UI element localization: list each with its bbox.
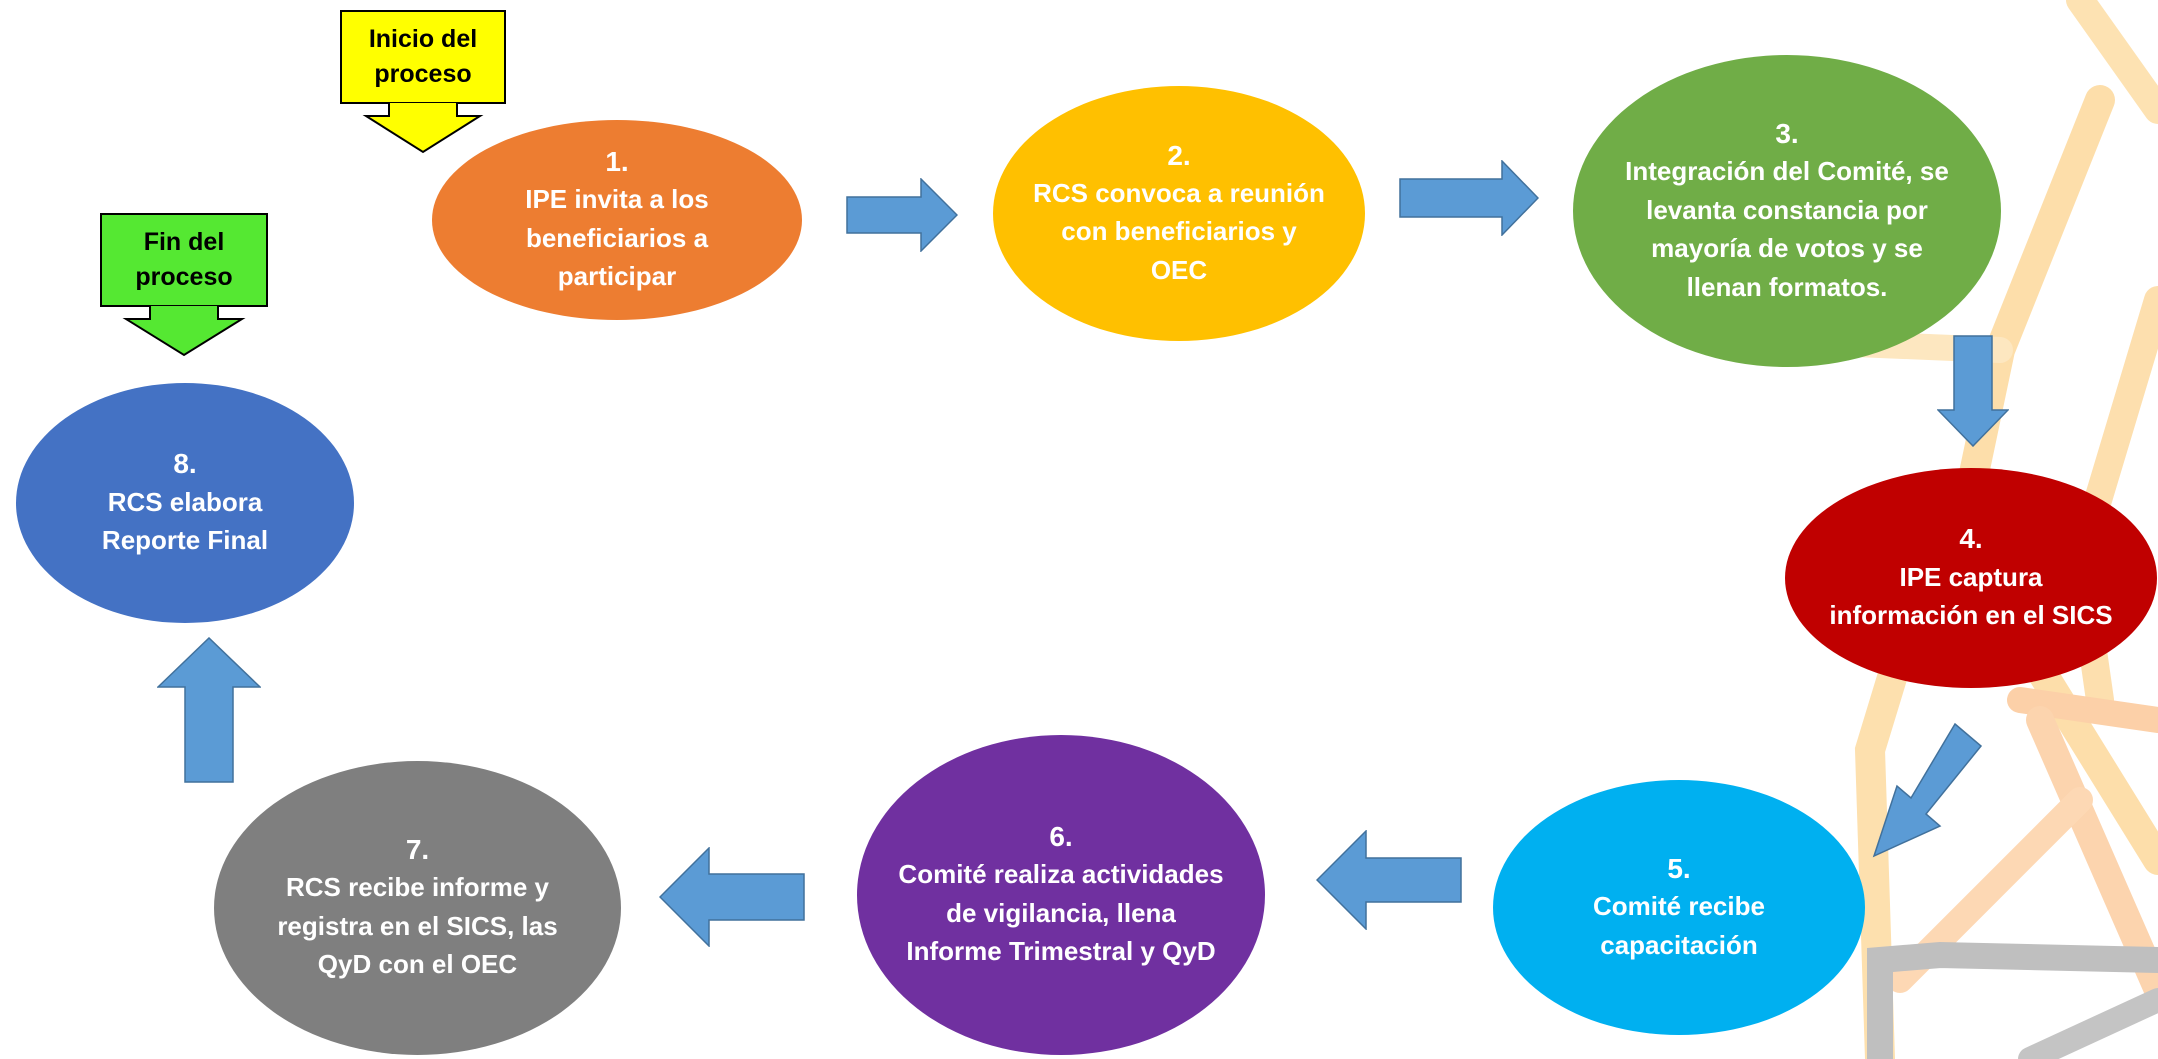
step-7-ellipse: 7. RCS recibe informe y registra en el S… xyxy=(214,761,621,1055)
step-number: 1. xyxy=(605,146,629,178)
end-callout-box: Fin del proceso xyxy=(100,213,268,307)
step-number: 4. xyxy=(1959,523,1983,555)
start-callout: Inicio del proceso xyxy=(340,10,506,154)
step-4-ellipse: 4. IPE captura información en el SICS xyxy=(1785,468,2157,688)
arrow-step4-to-step5-icon xyxy=(1872,722,1982,858)
step-label: RCS elabora Reporte Final xyxy=(101,486,269,556)
step-number: 3. xyxy=(1775,117,1799,149)
step-label: RCS convoca a reunión con beneficiarios … xyxy=(1033,177,1325,285)
step-1-ellipse: 1. IPE invita a los beneficiarios a part… xyxy=(432,120,802,320)
end-callout: Fin del proceso xyxy=(100,213,268,357)
step-5-ellipse: 5. Comité recibe capacitación xyxy=(1493,780,1865,1035)
step-label: Integración del Comité, se levanta const… xyxy=(1625,156,1949,302)
arrow-step6-to-step7-icon xyxy=(659,847,805,947)
arrow-step7-to-step8-icon xyxy=(157,637,261,783)
deco-line xyxy=(1867,941,2158,1059)
step-number: 5. xyxy=(1667,852,1691,884)
arrow-step3-to-step4-icon xyxy=(1937,335,2009,447)
deco-line xyxy=(2007,687,2158,733)
arrow-step5-to-step6-icon xyxy=(1316,830,1462,930)
step-number: 6. xyxy=(1049,821,1073,853)
deco-line xyxy=(2026,706,2158,1004)
step-label: IPE captura información en el SICS xyxy=(1829,561,2113,631)
step-label: IPE invita a los beneficiarios a partici… xyxy=(525,184,709,292)
end-callout-arrow-icon xyxy=(122,305,246,357)
start-callout-box: Inicio del proceso xyxy=(340,10,506,104)
step-label: RCS recibe informe y registra en el SICS… xyxy=(277,872,558,980)
step-label: Comité recibe capacitación xyxy=(1593,891,1765,960)
step-2-ellipse: 2. RCS convoca a reunión con beneficiari… xyxy=(993,86,1365,341)
step-number: 7. xyxy=(405,834,430,866)
deco-line xyxy=(2066,0,2158,124)
arrow-step2-to-step3-icon xyxy=(1399,160,1539,236)
step-3-ellipse: 3. Integración del Comité, se levanta co… xyxy=(1573,55,2001,367)
step-6-ellipse: 6. Comité realiza actividades de vigilan… xyxy=(857,735,1265,1055)
step-number: 8. xyxy=(173,448,197,480)
step-label: Comité realiza actividades de vigilancia… xyxy=(898,859,1224,967)
step-8-ellipse: 8. RCS elabora Reporte Final xyxy=(16,383,354,623)
start-callout-arrow-icon xyxy=(362,102,484,154)
arrow-step1-to-step2-icon xyxy=(846,178,958,252)
step-number: 2. xyxy=(1167,139,1191,171)
deco-line xyxy=(2018,988,2158,1059)
